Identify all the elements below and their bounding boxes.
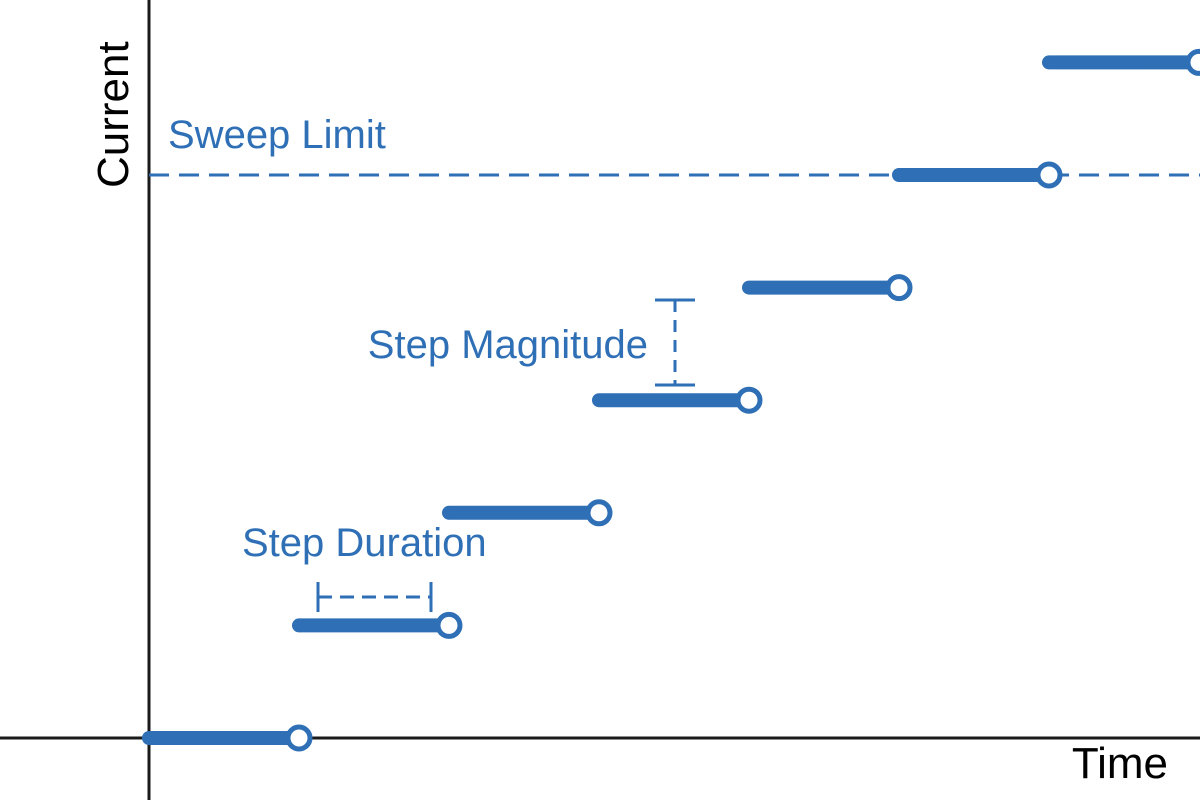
- step-duration-bracket: [316, 582, 433, 612]
- step-magnitude-label: Step Magnitude: [368, 323, 648, 367]
- step-end-marker-6: [1185, 48, 1200, 76]
- step-magnitude-bracket: [655, 298, 695, 387]
- step-end-marker-1: [435, 611, 463, 639]
- y-axis-label: Current: [89, 41, 138, 188]
- step-end-marker-0: [285, 724, 313, 752]
- step-end-marker-3: [735, 386, 763, 414]
- step-end-marker-4: [885, 274, 913, 302]
- step-end-marker-2: [585, 499, 613, 527]
- step-duration-label: Step Duration: [242, 521, 487, 565]
- x-axis-label: Time: [1072, 739, 1168, 788]
- step-end-marker-5: [1035, 161, 1063, 189]
- sweep-limit-label: Sweep Limit: [168, 113, 386, 157]
- step-series: [142, 48, 1200, 752]
